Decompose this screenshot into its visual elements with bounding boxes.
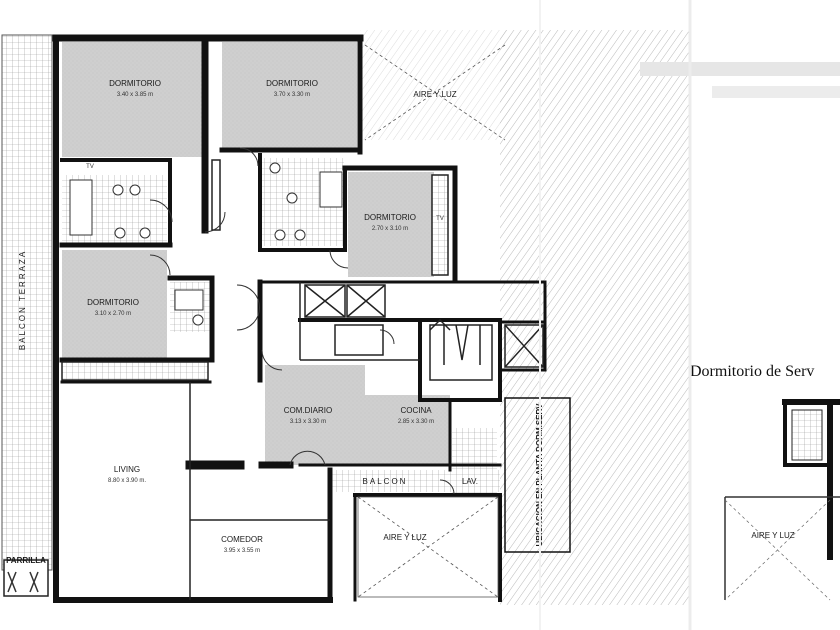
parrilla-label: PARRILLA xyxy=(6,556,46,565)
placard-mark-1: TV xyxy=(86,164,94,170)
exterior-hatch xyxy=(500,30,690,605)
service-grid xyxy=(452,428,497,493)
dorm2-floor xyxy=(222,42,357,152)
aire-luz-top xyxy=(364,44,506,141)
interior-partitions xyxy=(61,159,544,600)
room-dorm2-dims: 3.70 x 3.30 m xyxy=(274,92,310,98)
dorm4-floor xyxy=(62,250,167,360)
aire-luz-bottom-label: AIRE Y LUZ xyxy=(383,533,426,542)
room-dorm3-name: DORMITORIO xyxy=(364,213,416,222)
stair-core xyxy=(429,318,493,381)
com-diario-floor xyxy=(265,365,365,465)
lav-label: LAV. xyxy=(462,477,478,486)
room-living-dims: 8.80 x 3.90 m. xyxy=(108,478,146,484)
dormitorio-servicio-title: Dormitorio de Serv xyxy=(690,363,814,380)
aire-luz-right-label: AIRE Y LUZ xyxy=(751,531,794,540)
room-comedor-name: COMEDOR xyxy=(221,535,263,544)
room-dorm4-dims: 3.10 x 2.70 m xyxy=(95,311,131,317)
cocina-floor xyxy=(365,395,450,465)
aire-luz-bottom xyxy=(357,496,499,598)
parrilla-symbol xyxy=(7,571,39,593)
room-dorm1-name: DORMITORIO xyxy=(109,79,161,88)
room-comedor-dims: 3.95 x 3.55 m xyxy=(224,548,260,554)
patio-top-hatch xyxy=(360,30,510,140)
room-living-name: LIVING xyxy=(114,465,140,474)
dorm3-floor xyxy=(348,172,434,277)
room-dorm4-name: DORMITORIO xyxy=(87,298,139,307)
room-com-diario-name: COM.DIARIO xyxy=(284,406,332,415)
room-dorm1-dims: 3.40 x 3.85 m xyxy=(117,92,153,98)
placard-mark-2: TV xyxy=(436,216,444,222)
dorm1-floor xyxy=(62,42,202,157)
room-dorm3-dims: 2.70 x 3.10 m xyxy=(372,226,408,232)
bath-fixtures xyxy=(69,162,343,326)
room-cocina-dims: 2.85 x 3.30 m xyxy=(398,419,434,425)
room-com-diario-dims: 3.13 x 3.30 m xyxy=(290,419,326,425)
parrilla-box xyxy=(3,559,49,597)
room-dorm2-name: DORMITORIO xyxy=(266,79,318,88)
balcon-terraza-label: BALCON TERRAZA xyxy=(18,250,27,350)
balcon-terraza-strip xyxy=(1,34,53,571)
balcon-label: BALCON xyxy=(363,477,408,486)
door-swings xyxy=(149,147,455,495)
aire-luz-top-label: AIRE Y LUZ xyxy=(413,90,456,99)
outer-walls xyxy=(52,34,571,603)
room-cocina-name: COCINA xyxy=(400,406,432,415)
